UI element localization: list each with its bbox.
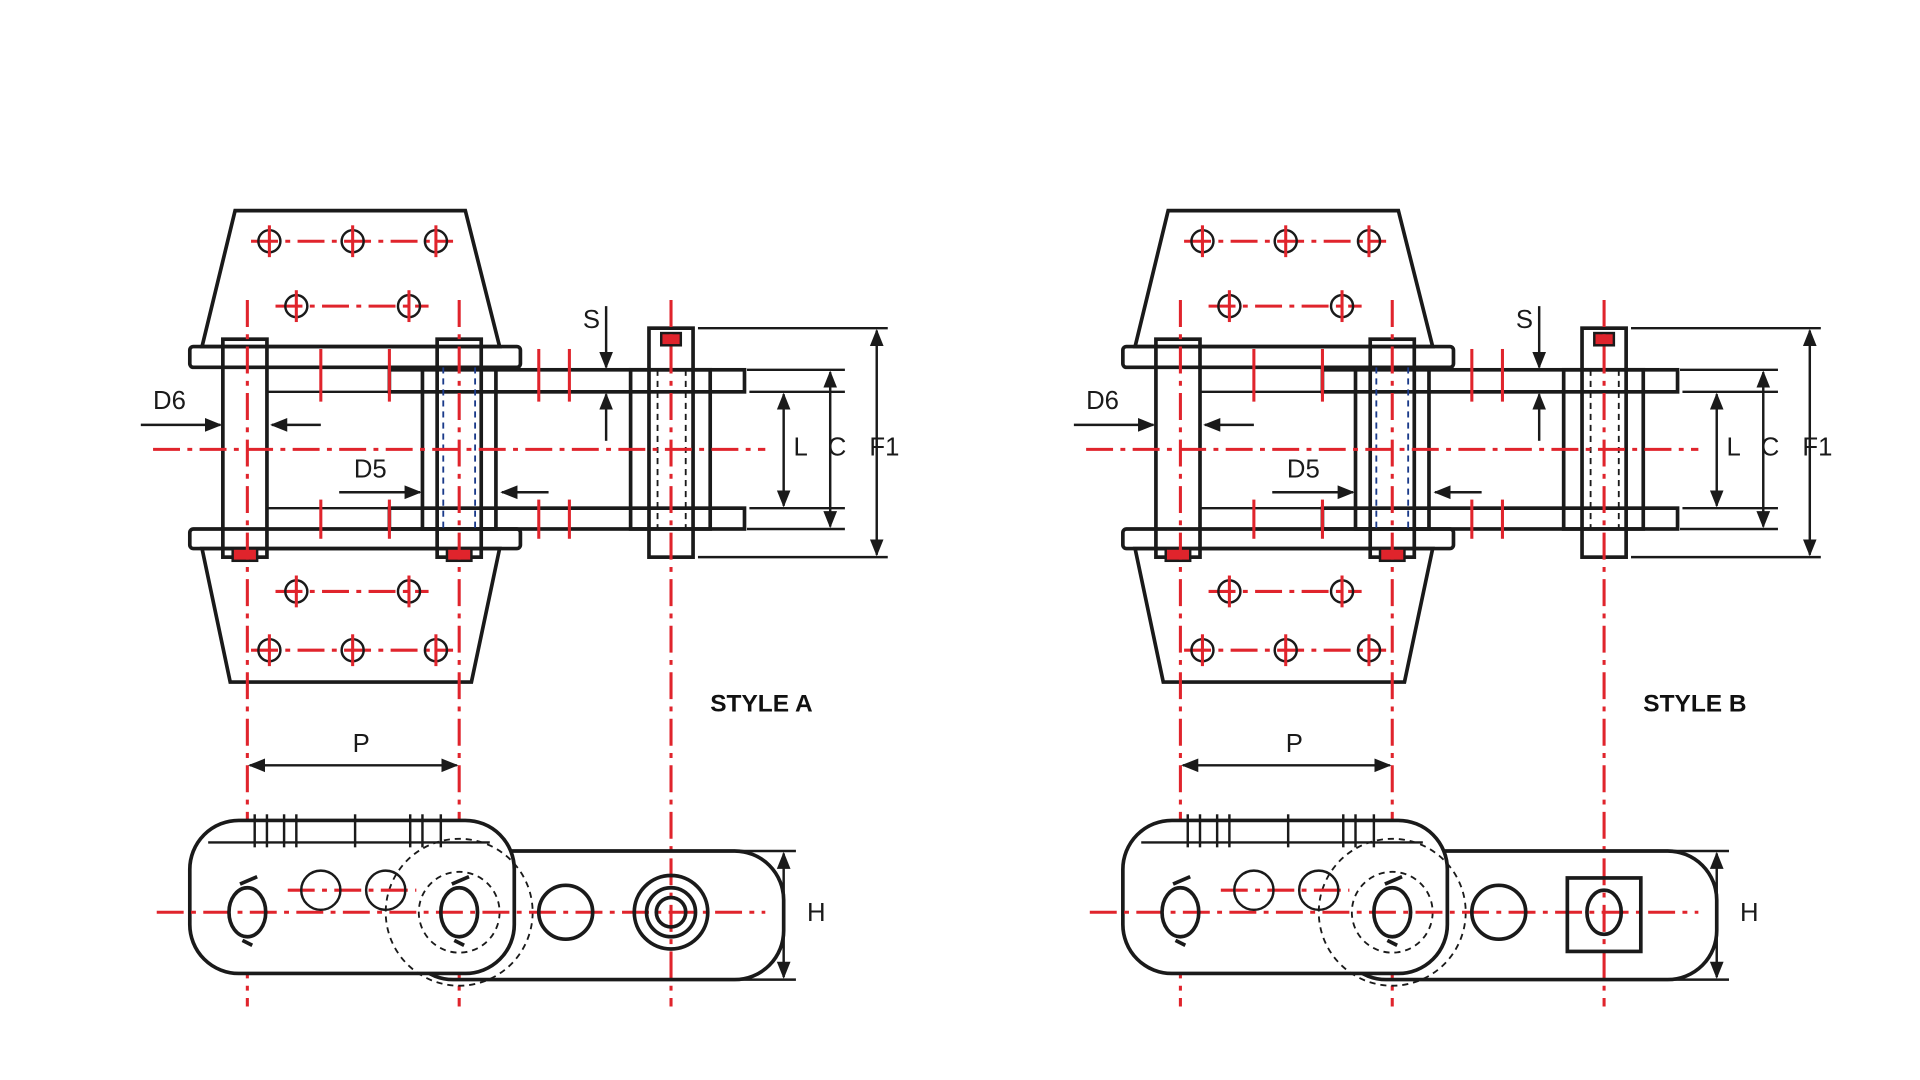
- bushing-ring: [632, 873, 710, 951]
- bottom-flange: [1121, 527, 1456, 551]
- cotter-1: [1164, 547, 1192, 563]
- attachment-link-side: [1121, 818, 1450, 976]
- cotter-pin: [241, 938, 254, 947]
- bottom-attachment-plate: [1132, 546, 1435, 684]
- cotter-pin: [1174, 938, 1187, 947]
- p-label: P: [353, 730, 370, 758]
- d5-label: D5: [354, 456, 387, 484]
- d6-label: D6: [153, 387, 186, 415]
- cotter-pin: [453, 938, 465, 947]
- p-label: P: [1286, 730, 1303, 758]
- h-label: H: [1740, 899, 1759, 927]
- pin-head: [438, 885, 480, 939]
- pin-head: [227, 885, 268, 939]
- s-label: S: [1516, 306, 1533, 334]
- bushing-inner: [644, 885, 698, 939]
- side-hole: [1233, 869, 1275, 912]
- side-hole: [364, 869, 407, 912]
- cotter-pin: [1386, 938, 1398, 947]
- pin-end: [654, 895, 688, 929]
- attachment-link-side: [187, 818, 517, 976]
- top-flange: [1121, 344, 1456, 370]
- f1-label: F1: [869, 434, 899, 462]
- cotter-pin: [239, 875, 258, 886]
- pin-head: [1372, 885, 1413, 939]
- link-hole: [536, 883, 595, 942]
- c-label: C: [828, 434, 847, 462]
- style-title: STYLE A: [710, 690, 813, 717]
- pin-head: [1160, 885, 1201, 939]
- side-hole: [1297, 869, 1340, 912]
- square-block: [1565, 876, 1643, 954]
- link-hole: [1470, 883, 1528, 942]
- f1-label: F1: [1802, 434, 1832, 462]
- top-flange: [187, 344, 523, 370]
- s-label: S: [583, 306, 600, 334]
- side-hole: [300, 869, 342, 912]
- cotter-1: [231, 547, 259, 563]
- d6-label: D6: [1086, 387, 1119, 415]
- style-title: STYLE B: [1643, 690, 1746, 717]
- cotter-pin: [1172, 875, 1191, 886]
- pin-end: [1585, 888, 1624, 937]
- bottom-flange: [187, 527, 523, 551]
- d5-label: D5: [1287, 456, 1320, 484]
- cotter-pin: [451, 875, 470, 886]
- l-label: L: [793, 434, 807, 462]
- l-label: L: [1727, 434, 1741, 462]
- cotter-pin: [1384, 875, 1403, 886]
- c-label: C: [1761, 434, 1780, 462]
- bottom-attachment-plate: [199, 546, 502, 684]
- h-label: H: [807, 899, 826, 927]
